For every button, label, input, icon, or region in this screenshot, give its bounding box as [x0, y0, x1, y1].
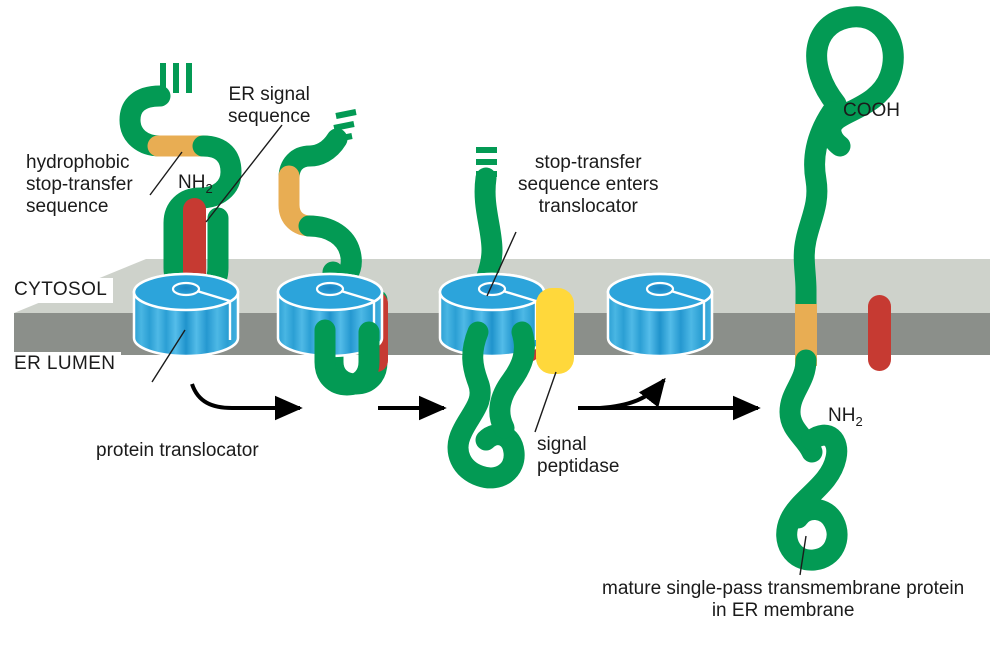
leader-er-signal: [205, 124, 283, 223]
leader-mature-protein: [799, 535, 807, 576]
signal-peptidase-label: signal peptidase: [537, 434, 620, 477]
leader-lines: [149, 124, 807, 576]
stop-transfer-sequence-1: [183, 198, 206, 296]
mature-protein-nh2-loop: [776, 424, 848, 571]
mature-protein-cytosolic-chain: [793, 101, 843, 323]
hydrophobic-stop-transfer-label: hydrophobic stop-transfer sequence: [26, 152, 133, 217]
nh2-terminus-final: NH2: [828, 405, 863, 433]
nh2-subscript: 2: [205, 180, 213, 196]
polypeptide-chain-3b: [447, 321, 525, 489]
polypeptide-chain-2d: [314, 319, 380, 396]
polypeptide-chain-3c: [489, 321, 535, 439]
stage-3-group: [438, 147, 574, 489]
arrow-1-to-2: [190, 383, 303, 421]
arrow-3-to-4-branch: [599, 377, 666, 410]
cytosol-label: CYTOSOL: [10, 278, 114, 303]
cooh-terminus-final: COOH: [843, 100, 900, 121]
leader-stop-transfer-enters: [486, 231, 517, 297]
leader-protein-translocator: [151, 329, 186, 383]
stage-5-group: [776, 6, 904, 571]
nh2-subscript: 2: [855, 413, 863, 429]
stage-1-group: [119, 63, 242, 358]
leader-hydrophobic: [149, 151, 183, 196]
nh2-text: NH: [178, 172, 206, 193]
cleaved-stop-transfer-peptide: [868, 295, 891, 371]
polypeptide-chain-1a: [119, 85, 171, 157]
protein-translocator-4: [606, 272, 714, 358]
leader-signal-peptidase: [534, 371, 557, 433]
er-signal-sequence-label: ER signal sequence: [228, 84, 311, 127]
mature-protein-membrane-span: [795, 304, 817, 366]
protein-translocator-1: [132, 272, 240, 358]
process-arrows: [190, 377, 761, 421]
stop-transfer-enters-label: stop-transfer sequence enters translocat…: [518, 152, 659, 217]
nh2-terminus-stage1: NH2: [178, 172, 213, 200]
protein-translocator-label: protein translocator: [96, 440, 259, 461]
stage-2-group: [276, 109, 388, 396]
signal-peptidase-3: [536, 288, 574, 374]
mature-protein-label: mature single-pass transmembrane protein…: [602, 578, 965, 621]
er-lumen-label: ER LUMEN: [10, 352, 122, 377]
nh2-text: NH: [828, 405, 856, 426]
